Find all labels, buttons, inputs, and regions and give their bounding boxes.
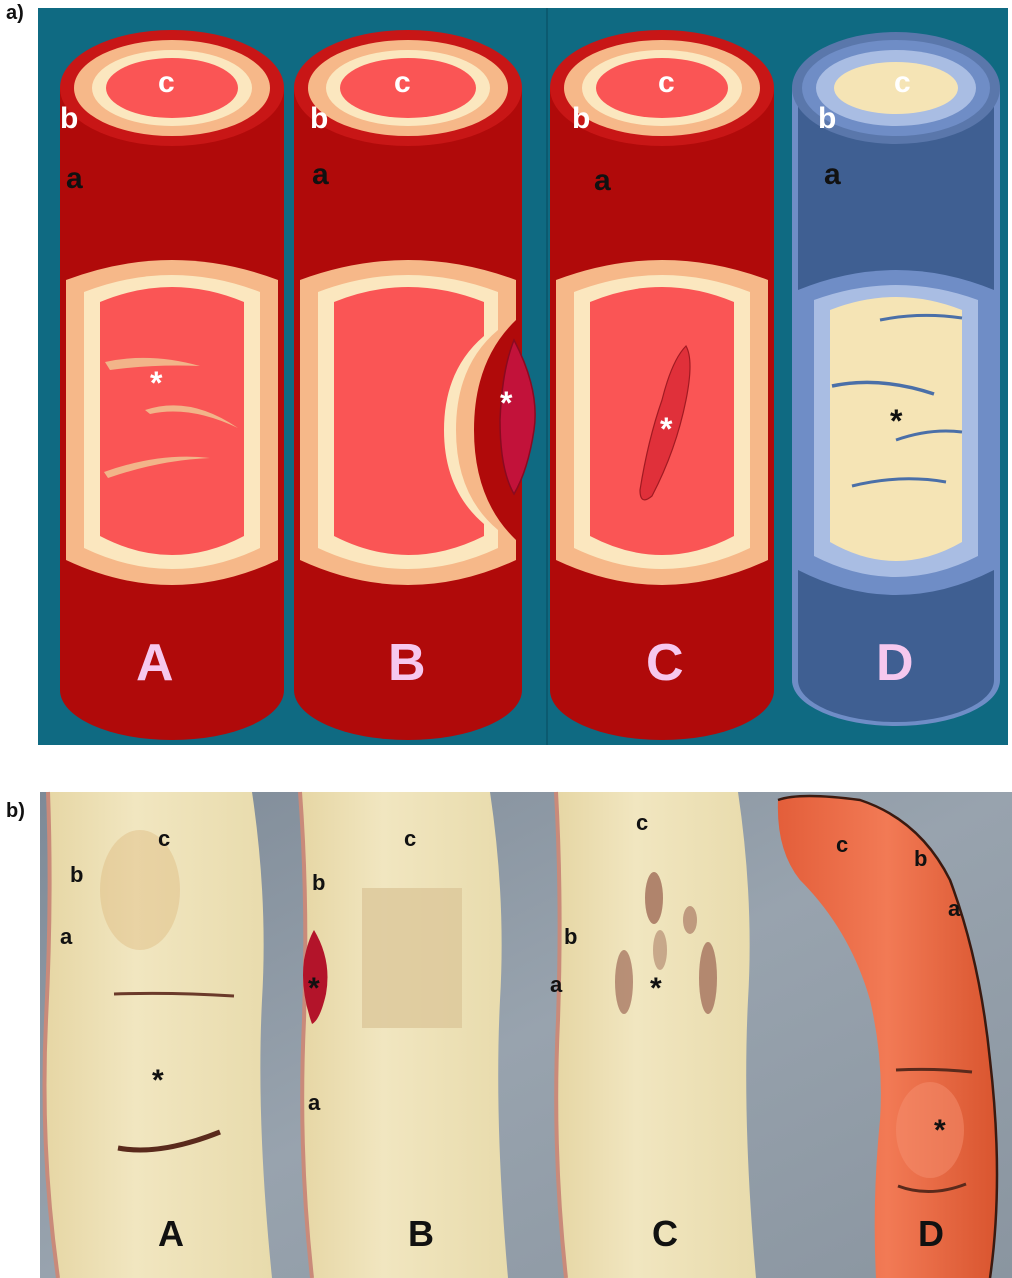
specimen-b-marker: * — [308, 972, 320, 1005]
specimen-a-marker: * — [152, 1064, 164, 1097]
specimen-b: c b a * B — [300, 792, 508, 1278]
specimen-c-spot-3 — [615, 950, 633, 1014]
specimen-d-label-b: b — [914, 846, 927, 871]
vessel-b-marker: * — [500, 385, 513, 421]
specimen-a-letter: A — [158, 1213, 184, 1254]
specimen-c-label-b: b — [564, 924, 577, 949]
specimen-a-label-b: b — [70, 862, 83, 887]
specimen-a-tear-1 — [114, 993, 234, 996]
specimen-d-tissue — [778, 796, 997, 1278]
specimen-d-edge — [778, 796, 997, 1278]
specimen-b-label-b: b — [312, 870, 325, 895]
vessel-b: c b a * B — [294, 30, 535, 740]
specimen-d-tear-1 — [896, 1069, 972, 1072]
specimen-c-edge — [556, 792, 566, 1278]
vessel-c-letter: C — [646, 634, 684, 692]
specimen-b-edge — [300, 792, 312, 1278]
vessel-d-letter: D — [876, 634, 914, 692]
specimen-c-spot-1 — [645, 872, 663, 924]
specimen-b-tissue — [300, 792, 508, 1278]
vessel-d: c b a * D — [792, 32, 1000, 726]
specimen-c: c b a * C — [550, 792, 756, 1278]
specimen-a-edge — [45, 792, 59, 1278]
specimen-c-spot-2 — [683, 906, 697, 934]
vessel-c-label-b: b — [572, 102, 590, 135]
specimen-d-highlight — [896, 1082, 964, 1178]
specimen-c-label-a: a — [550, 972, 563, 997]
vessel-b-label-a: a — [312, 158, 329, 191]
specimen-a: c b a * A — [45, 792, 273, 1278]
vessel-a: c b a * A — [60, 30, 284, 740]
panel-a-diagram: c b a * A c b a * B c b a * — [0, 0, 1012, 750]
vessel-c-label-a: a — [594, 164, 611, 197]
specimen-d-letter: D — [918, 1213, 944, 1254]
vessel-a-marker: * — [150, 365, 163, 401]
vessel-d-marker: * — [890, 403, 903, 439]
vessel-a-letter: A — [136, 634, 174, 692]
specimen-b-patch — [362, 888, 462, 1028]
specimen-b-hematoma — [303, 930, 328, 1024]
vessel-d-label-a: a — [824, 158, 841, 191]
vessel-d-label-b: b — [818, 102, 836, 135]
vessel-c-marker: * — [660, 411, 673, 447]
panel-b-label: b) — [6, 800, 25, 823]
specimen-c-tissue — [556, 792, 756, 1278]
specimen-d-label-c: c — [836, 832, 848, 857]
vessel-b-label-c: c — [394, 66, 411, 99]
specimen-d-tear-2 — [898, 1184, 966, 1192]
specimen-a-tear-2 — [118, 1132, 220, 1150]
specimen-a-label-a: a — [60, 924, 73, 949]
specimen-c-marker: * — [650, 972, 662, 1005]
specimen-b-label-a: a — [308, 1090, 321, 1115]
specimen-a-tissue — [45, 792, 273, 1278]
specimen-b-label-c: c — [404, 826, 416, 851]
specimen-c-letter: C — [652, 1213, 678, 1254]
specimen-b-letter: B — [408, 1213, 434, 1254]
vessel-b-label-b: b — [310, 102, 328, 135]
vessel-a-label-c: c — [158, 66, 175, 99]
vessel-b-letter: B — [388, 634, 426, 692]
specimen-c-label-c: c — [636, 810, 648, 835]
vessel-a-label-b: b — [60, 102, 78, 135]
specimen-c-spot-5 — [653, 930, 667, 970]
specimen-c-spot-4 — [699, 942, 717, 1014]
specimen-a-stain — [100, 830, 180, 950]
specimen-d: c b a * D — [778, 796, 997, 1278]
specimen-d-label-a: a — [948, 896, 961, 921]
vessel-a-label-a: a — [66, 162, 83, 195]
specimen-a-label-c: c — [158, 826, 170, 851]
specimen-d-marker: * — [934, 1114, 946, 1147]
vessel-c-label-c: c — [658, 66, 675, 99]
vessel-c: c b a * C — [550, 30, 774, 740]
panel-b-background — [40, 792, 1012, 1278]
vessel-d-label-c: c — [894, 66, 911, 99]
